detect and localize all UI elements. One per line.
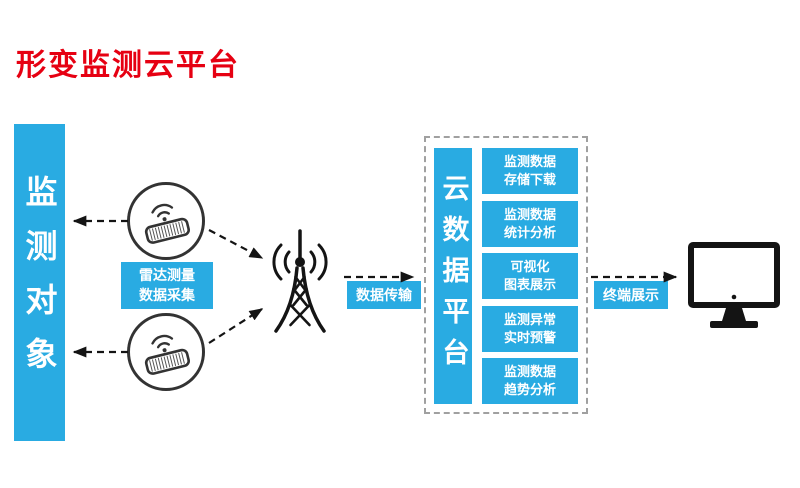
- cloud-function-list: 监测数据 存储下载 监测数据 统计分析 可视化 图表展示 监测异常 实时预警 监…: [482, 148, 578, 404]
- dashed-arrow-sensor2-to-tower: [208, 308, 264, 344]
- data-transmission-label: 数据传输: [347, 281, 421, 310]
- cloud-function-item: 监测异常 实时预警: [482, 305, 578, 352]
- radar-sensor-node-2: [127, 313, 205, 391]
- signal-tower-icon: [272, 229, 328, 333]
- monitored-object-bar: 监测对象: [14, 124, 65, 441]
- page-title: 形变监测云平台: [16, 49, 240, 82]
- computer-monitor-icon: [688, 242, 780, 328]
- terminal-display-label: 终端展示: [594, 281, 668, 310]
- radar-sensor-icon: [144, 334, 191, 375]
- cloud-function-item: 可视化 图表展示: [482, 253, 578, 299]
- radar-collection-label: 雷达测量 数据采集: [121, 262, 213, 309]
- cloud-function-item: 监测数据 趋势分析: [482, 358, 578, 404]
- radar-sensor-node-1: [127, 182, 205, 260]
- dashed-arrow-sensor1-to-tower: [208, 229, 264, 259]
- cloud-function-item: 监测数据 存储下载: [482, 148, 578, 194]
- cloud-platform-bar: 云数据平台: [434, 148, 472, 404]
- cloud-function-item: 监测数据 统计分析: [482, 200, 578, 247]
- cloud-platform-label: 云数据平台: [438, 173, 469, 379]
- monitored-object-label: 监测对象: [21, 174, 58, 391]
- radar-sensor-icon: [144, 203, 191, 244]
